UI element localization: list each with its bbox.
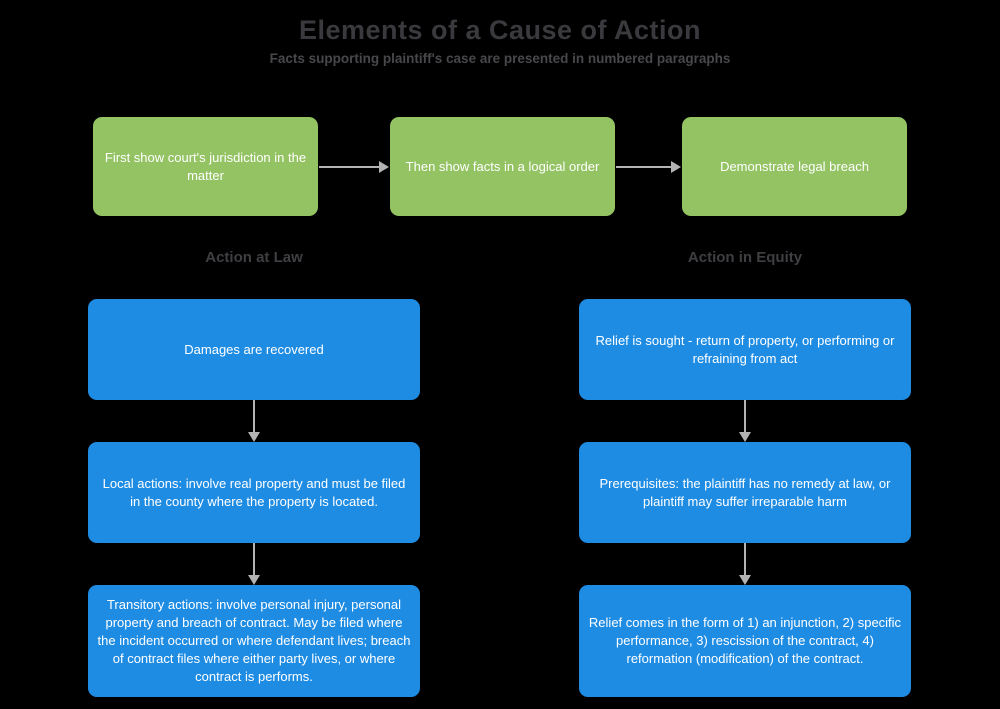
step-box-jurisdiction-label: First show court's jurisdiction in the m… <box>104 149 307 183</box>
equity-box-prerequisites: Prerequisites: the plaintiff has no reme… <box>579 442 911 543</box>
arrow-down-icon <box>739 400 751 442</box>
law-box-local-actions-label: Local actions: involve real property and… <box>102 475 406 509</box>
law-box-damages: Damages are recovered <box>88 299 420 400</box>
arrow-down-icon <box>248 543 260 585</box>
arrow-down-icon <box>248 400 260 442</box>
step-box-facts-order-label: Then show facts in a logical order <box>405 158 600 174</box>
step-box-facts-order: Then show facts in a logical order <box>390 117 615 216</box>
step-box-jurisdiction: First show court's jurisdiction in the m… <box>93 117 318 216</box>
arrow-right-icon <box>616 161 681 173</box>
arrow-right-icon <box>319 161 389 173</box>
equity-box-relief-forms: Relief comes in the form of 1) an injunc… <box>579 585 911 697</box>
equity-box-relief-sought-label: Relief is sought - return of property, o… <box>595 332 895 366</box>
arrow-down-icon <box>739 543 751 585</box>
step-box-legal-breach-label: Demonstrate legal breach <box>720 158 869 174</box>
page-title: Elements of a Cause of Action <box>298 15 702 45</box>
equity-box-relief-forms-label: Relief comes in the form of 1) an injunc… <box>588 615 902 666</box>
law-box-transitory-actions-label: Transitory actions: involve personal inj… <box>97 597 411 684</box>
column-heading-action-at-law: Action at Law <box>205 249 303 266</box>
equity-box-prerequisites-label: Prerequisites: the plaintiff has no reme… <box>599 475 891 509</box>
column-heading-action-in-equity: Action in Equity <box>687 249 803 266</box>
law-box-local-actions: Local actions: involve real property and… <box>88 442 420 543</box>
page-subtitle: Facts supporting plaintiff's case are pr… <box>269 51 731 66</box>
law-box-damages-label: Damages are recovered <box>184 341 324 357</box>
equity-box-relief-sought: Relief is sought - return of property, o… <box>579 299 911 400</box>
step-box-legal-breach: Demonstrate legal breach <box>682 117 907 216</box>
law-box-transitory-actions: Transitory actions: involve personal inj… <box>88 585 420 697</box>
